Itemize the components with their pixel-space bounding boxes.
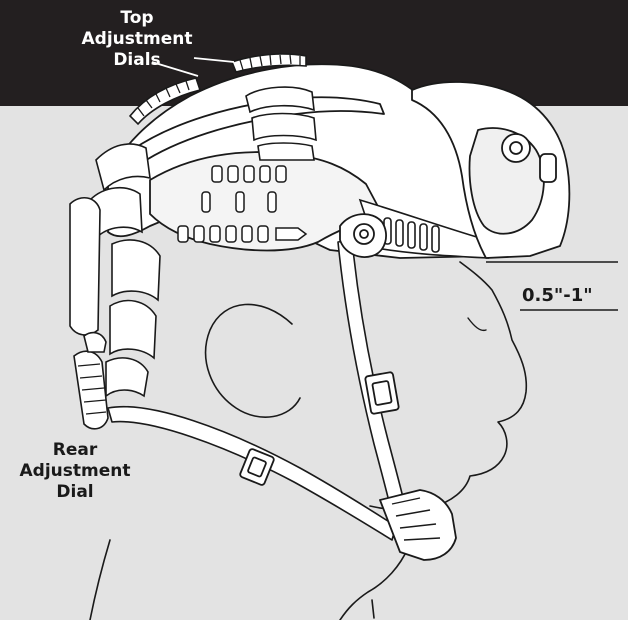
- top-label-line-1: Top: [62, 8, 212, 29]
- rear-label-line-3: Dial: [0, 482, 150, 503]
- rear-adjustment-dial-label: Rear Adjustment Dial: [0, 440, 150, 503]
- gap-measurement-label: 0.5"-1": [522, 285, 618, 306]
- top-label-line-3: Dials: [62, 50, 212, 71]
- rear-label-line-2: Adjustment: [0, 461, 150, 482]
- side-pivot: [340, 214, 386, 257]
- top-adjustment-dials-label: Top Adjustment Dials: [62, 8, 212, 71]
- vent-row-lower: [178, 226, 306, 242]
- rear-label-line-1: Rear: [0, 440, 150, 461]
- top-label-line-2: Adjustment: [62, 29, 212, 50]
